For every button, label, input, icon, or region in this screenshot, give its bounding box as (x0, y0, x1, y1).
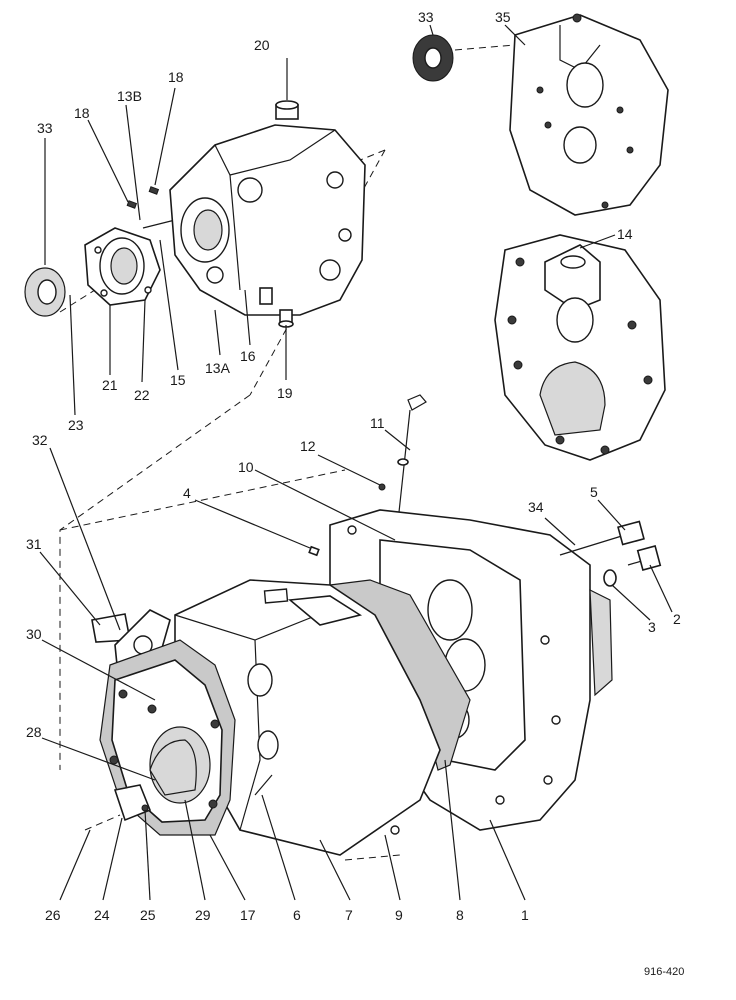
callout-4: 4 (183, 485, 191, 501)
callout-21: 21 (102, 377, 118, 393)
bearing-top (412, 34, 454, 82)
leader-18a (87, 119, 129, 203)
leader-30 (41, 639, 156, 701)
callout-2: 2 (673, 611, 681, 627)
leader-5 (597, 499, 626, 531)
callout-35: 35 (495, 9, 511, 25)
leader-15 (125, 104, 141, 221)
dashed-line-mid (59, 469, 346, 531)
callout-31: 31 (26, 536, 42, 552)
filler-plug-20 (275, 100, 299, 120)
leader-lines (39, 24, 673, 901)
callout-22: 22 (134, 387, 150, 403)
callout-labels: 33 18 13B 18 20 33 35 14 23 21 22 15 13A… (26, 9, 681, 923)
leader-13a (214, 309, 221, 356)
leader-2 (649, 564, 673, 613)
pins-and-springs (126, 186, 176, 229)
small-cover-24 (113, 784, 152, 822)
leader-6 (261, 794, 296, 901)
callout-7: 7 (345, 907, 353, 923)
callout-26: 26 (45, 907, 61, 923)
callout-18b: 18 (168, 69, 184, 85)
callout-29: 29 (195, 907, 211, 923)
callout-24: 24 (94, 907, 110, 923)
long-bolt-5 (559, 520, 645, 556)
dashed-line-bottom (344, 854, 401, 861)
callout-3: 3 (648, 619, 656, 635)
leader-35 (504, 24, 526, 46)
dashed-line-upper (249, 149, 386, 396)
oil-seal-left (24, 267, 66, 317)
washer-3 (603, 569, 617, 587)
callout-13b: 14 (617, 226, 633, 242)
leader-16 (159, 239, 179, 371)
callout-8: 8 (456, 907, 464, 923)
housing-13b (494, 234, 666, 461)
leader-23 (69, 294, 76, 416)
bolt-2 (627, 545, 662, 571)
leader-12 (317, 454, 381, 486)
callout-14: 17 (240, 907, 256, 923)
leader-34 (544, 517, 576, 546)
reference-code: 916-420 (644, 966, 684, 978)
callout-34: 34 (528, 499, 544, 515)
callout-13a: 13A (205, 360, 231, 376)
leader-26 (59, 829, 91, 901)
leader-7 (319, 839, 351, 901)
leader-8 (444, 759, 461, 901)
leader-3 (611, 584, 651, 621)
callout-25: 25 (140, 907, 156, 923)
cover-plate-35 (509, 13, 669, 216)
callout-19: 19 (277, 385, 293, 401)
dashed-line-bearing (454, 44, 516, 51)
leader-13b (579, 234, 616, 249)
callout-12: 12 (300, 438, 316, 454)
leader-9 (384, 834, 401, 901)
callout-33b: 33 (418, 9, 434, 25)
callout-28: 28 (26, 724, 42, 740)
leader-4 (194, 499, 311, 549)
dowel-4 (308, 545, 320, 557)
leader-22 (141, 299, 146, 383)
leader-28 (41, 737, 156, 781)
small-part-12 (378, 483, 386, 491)
leader-10 (254, 469, 396, 541)
leader-14 (209, 834, 246, 901)
callout-20: 20 (254, 37, 270, 53)
dashed-line-cover (84, 814, 121, 831)
callout-11: 11 (370, 415, 385, 431)
callout-5: 5 (590, 484, 598, 500)
leader-18b (154, 87, 176, 186)
center-case-7 (174, 579, 441, 856)
leader-17 (244, 289, 251, 346)
callout-1: 1 (521, 907, 529, 923)
leader-25 (144, 809, 151, 901)
drain-plug-19 (278, 309, 294, 328)
callout-6: 6 (293, 907, 301, 923)
callout-32: 32 (32, 432, 48, 448)
callout-33a: 33 (37, 120, 53, 136)
callout-9: 9 (395, 907, 403, 923)
callout-18a: 18 (74, 105, 90, 121)
leader-31 (39, 551, 101, 626)
callout-16: 15 (170, 372, 186, 388)
callout-15: 13B (117, 88, 142, 104)
leader-24 (102, 817, 123, 901)
callout-23: 23 (68, 417, 84, 433)
leader-29 (184, 799, 206, 901)
leader-1 (489, 819, 526, 901)
leader-33b (429, 24, 434, 36)
rear-housing-13a (169, 124, 366, 316)
callout-17: 16 (240, 348, 256, 364)
stud-6 (254, 774, 273, 796)
callout-10: 10 (238, 459, 254, 475)
bearing-retainer (84, 227, 161, 306)
dashed-line-seal (59, 289, 96, 313)
leader-32 (49, 447, 121, 631)
callout-30: 30 (26, 626, 42, 642)
leader-11 (384, 429, 411, 451)
